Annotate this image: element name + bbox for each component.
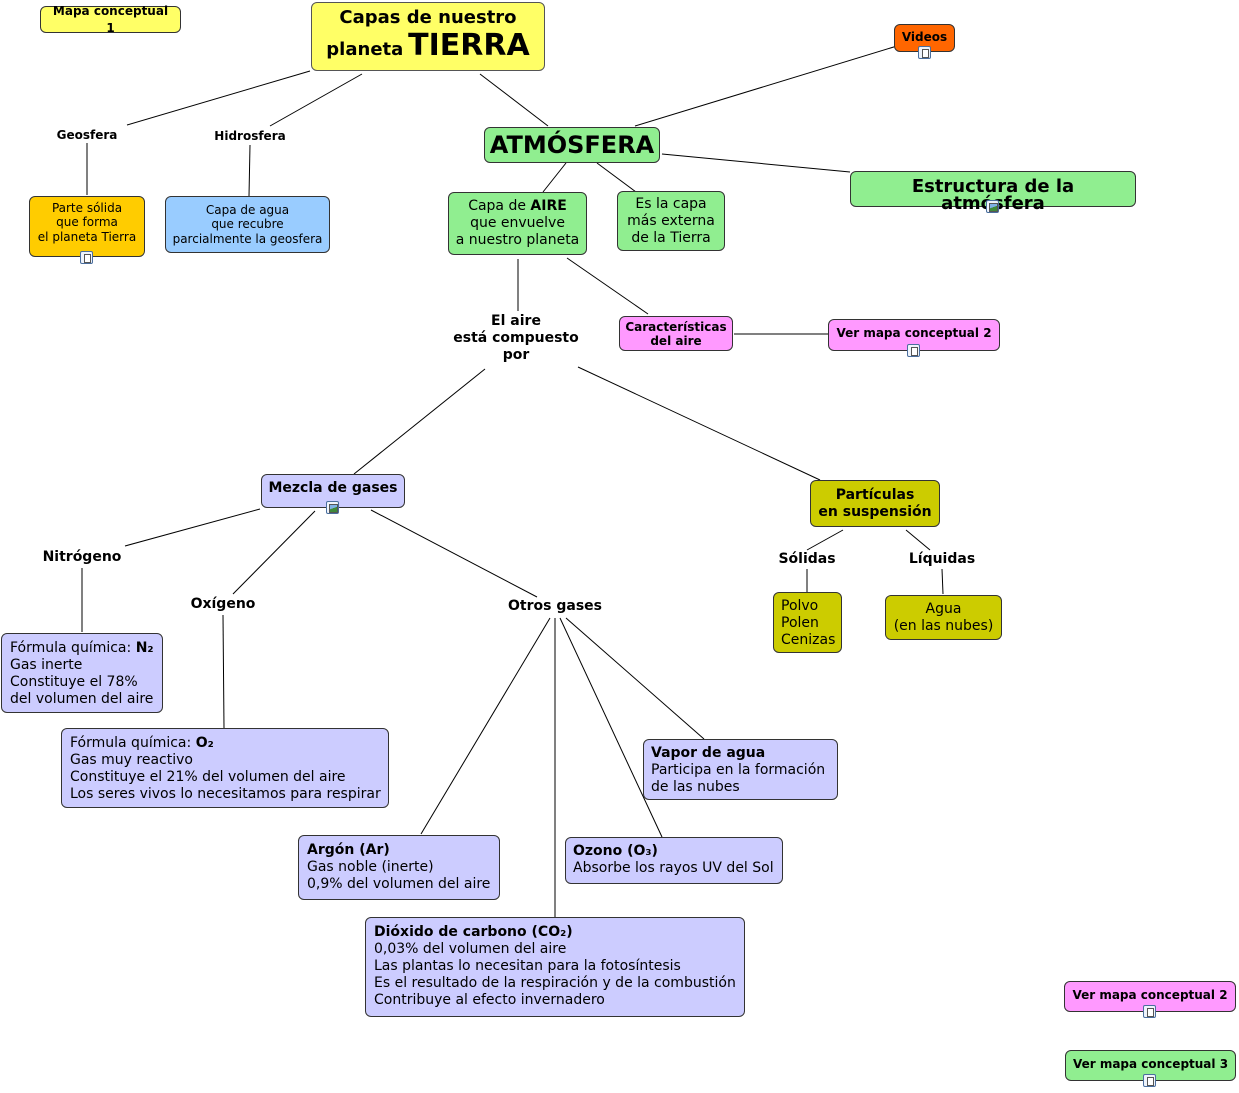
nitrogeno-line: del volumen del aire [10,691,154,707]
particulas-line: Partículas [835,486,915,503]
compuesto-line: está compuesto [453,330,579,346]
co2-node: Dióxido de carbono (CO₂) 0,03% del volum… [365,917,745,1017]
map-label-text: Mapa conceptual 1 [52,3,169,35]
nitrogeno-formula: N₂ [135,640,154,656]
oxigeno-line: Constituye el 21% del volumen del aire [70,769,346,785]
mezcla-label: Mezcla de gases [268,480,398,496]
ozono-line: Absorbe los rayos UV del Sol [573,860,774,876]
oxigeno-line: Los seres vivos lo necesitamos para resp… [70,786,381,802]
compuesto-line: El aire [491,313,541,329]
co2-title: Dióxido de carbono (CO₂) [374,924,573,940]
hidrosfera-desc-line: Capa de agua [205,202,290,217]
solidas-item: Polen [781,615,819,631]
image-icon[interactable] [986,200,999,213]
title-tierra: TIERRA [408,28,530,63]
co2-line: 0,03% del volumen del aire [374,941,567,957]
capa-aire-pre: Capa de [468,198,526,214]
geosfera-desc-line: Parte sólida [51,200,123,215]
document-icon[interactable] [907,344,920,357]
caracteristicas-node: Características del aire [619,316,733,351]
capa-aire-node: Capa de AIRE que envuelve a nuestro plan… [448,192,587,255]
capa-aire-line: a nuestro planeta [455,232,580,248]
ver-mapa-2-label: Ver mapa conceptual 2 [836,326,992,340]
image-icon[interactable] [326,501,339,514]
title-line2a: planeta [326,39,404,60]
compuesto-line: por [502,347,530,363]
ver-mapa-2-bottom-label: Ver mapa conceptual 2 [1072,988,1228,1002]
co2-line: Contribuye al efecto invernadero [374,992,605,1008]
nitrogeno-line: Gas inerte [10,657,83,673]
geosfera-label: Geosfera [56,128,118,142]
vapor-line: Participa en la formación [651,762,826,778]
caracteristicas-line: Características [625,319,727,334]
title-line1: Capas de nuestro [339,7,517,28]
map-label: Mapa conceptual 1 [40,4,181,35]
capa-externa-line: Es la capa [635,195,707,212]
capa-externa-node: Es la capa más externa de la Tierra [617,191,725,251]
title-node: Capas de nuestro planeta TIERRA [311,2,545,71]
atmosfera-title: ATMÓSFERA [489,130,655,159]
oxigeno-line: Gas muy reactivo [70,752,193,768]
vapor-line: de las nubes [651,779,740,795]
nitrogeno-formula-pre: Fórmula química: [10,640,132,656]
oxigeno-node: Fórmula química: O₂ Gas muy reactivo Con… [61,728,389,808]
argon-title: Argón (Ar) [307,842,390,858]
document-icon[interactable] [1143,1074,1156,1087]
liquidas-item: (en las nubes) [893,617,994,634]
ver-mapa-2-link[interactable]: Ver mapa conceptual 2 [828,319,1000,351]
caracteristicas-line: del aire [650,333,702,348]
ver-mapa-3-label: Ver mapa conceptual 3 [1072,1057,1229,1071]
compuesto-label: El aire está compuesto por [453,313,578,364]
nitrogeno-label: Nitrógeno [42,549,122,565]
liquidas-node: Agua (en las nubes) [885,595,1002,640]
solidas-node: Polvo Polen Cenizas [773,592,842,653]
geosfera-desc-line: el planeta Tierra [37,229,137,244]
hidrosfera-label: Hidrosfera [214,129,286,143]
solidas-item: Cenizas [781,632,836,648]
geosfera-desc-line: que forma [56,215,118,230]
capa-aire-bold: AIRE [530,198,567,214]
particulas-node: Partículas en suspensión [810,480,940,527]
capa-aire-line: que envuelve [470,215,565,231]
oxigeno-formula-pre: Fórmula química: [70,735,192,751]
nitrogeno-line: Constituye el 78% [10,674,138,690]
document-icon[interactable] [80,251,93,264]
co2-line: Es el resultado de la respiración y de l… [374,975,736,991]
hidrosfera-desc-line: que recubre [211,217,284,232]
ozono-title: Ozono (O₃) [573,843,658,859]
hidrosfera-desc-line: parcialmente la geosfera [172,231,323,246]
nitrogeno-node: Fórmula química: N₂ Gas inerte Constituy… [1,633,163,713]
vapor-title: Vapor de agua [651,745,766,761]
oxigeno-label: Oxígeno [190,596,256,612]
document-icon[interactable] [1143,1005,1156,1018]
oxigeno-formula: O₂ [195,735,214,751]
geosfera-desc: Parte sólida que forma el planeta Tierra [29,196,145,257]
otros-gases-label: Otros gases [508,598,602,614]
argon-node: Argón (Ar) Gas noble (inerte) 0,9% del v… [298,835,500,900]
liquidas-label: Líquidas [908,551,976,567]
ozono-node: Ozono (O₃) Absorbe los rayos UV del Sol [565,837,783,884]
argon-line: 0,9% del volumen del aire [307,876,491,892]
co2-line: Las plantas lo necesitan para la fotosín… [374,958,681,974]
particulas-line: en suspensión [818,503,932,520]
capa-externa-line: de la Tierra [631,229,711,246]
argon-line: Gas noble (inerte) [307,859,434,875]
solidas-item: Polvo [781,598,819,614]
liquidas-item: Agua [925,600,962,617]
solidas-label: Sólidas [778,551,836,567]
document-icon[interactable] [918,46,931,59]
hidrosfera-desc: Capa de agua que recubre parcialmente la… [165,196,330,253]
vapor-node: Vapor de agua Participa en la formación … [643,739,838,800]
videos-label: Videos [901,30,948,44]
capa-externa-line: más externa [627,212,715,229]
atmosfera-node: ATMÓSFERA [484,127,660,163]
